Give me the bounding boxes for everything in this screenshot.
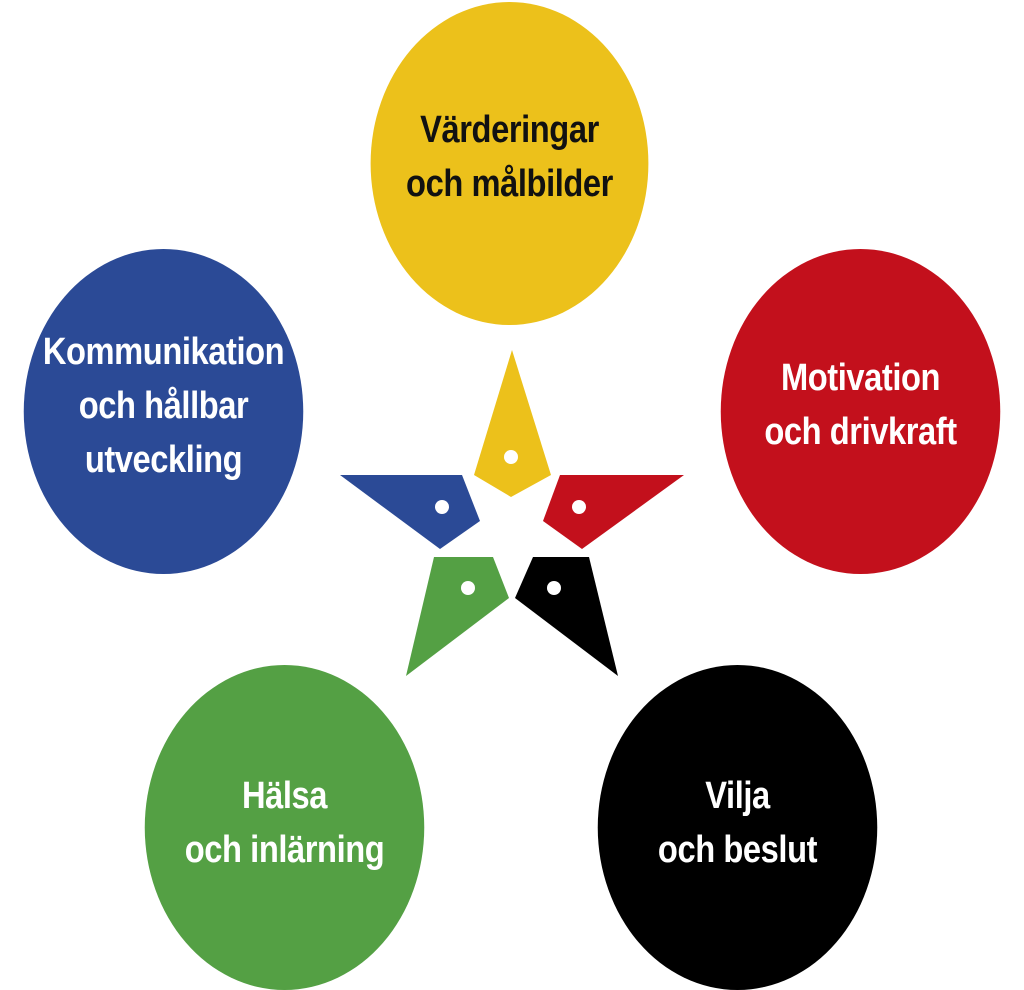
- node-will: Vilja och beslut: [597, 665, 878, 990]
- node-health: Hälsa och inlärning: [144, 665, 425, 990]
- star-dot-blue: [435, 500, 449, 514]
- node-communication-line2: och hållbar: [78, 384, 249, 427]
- node-communication-line1: Kommunikation: [42, 330, 285, 373]
- node-motivation-line2: och drivkraft: [764, 410, 957, 453]
- node-communication: Kommunikation och hållbar utveckling: [23, 249, 304, 574]
- node-will-line1: Vilja: [705, 774, 770, 817]
- node-motivation-line1: Motivation: [780, 356, 941, 399]
- node-health-line2: och inlärning: [184, 828, 385, 871]
- star-piece-green: [406, 557, 509, 676]
- node-values-line2: och målbilder: [406, 162, 613, 205]
- node-health-line1: Hälsa: [241, 774, 328, 817]
- node-communication-line3: utveckling: [84, 438, 243, 481]
- node-values: Värderingar och målbilder: [370, 2, 649, 325]
- star-dot-yellow: [504, 450, 518, 464]
- star-dot-black: [547, 581, 561, 595]
- star-dot-red: [572, 500, 586, 514]
- star-piece-blue: [340, 475, 480, 549]
- star-piece-red: [543, 475, 684, 549]
- star-dot-green: [461, 581, 475, 595]
- star-piece-black: [515, 557, 618, 676]
- node-values-line1: Värderingar: [420, 108, 599, 151]
- star-piece-yellow: [474, 350, 551, 497]
- node-will-line2: och beslut: [657, 828, 818, 871]
- node-motivation: Motivation och drivkraft: [720, 249, 1001, 574]
